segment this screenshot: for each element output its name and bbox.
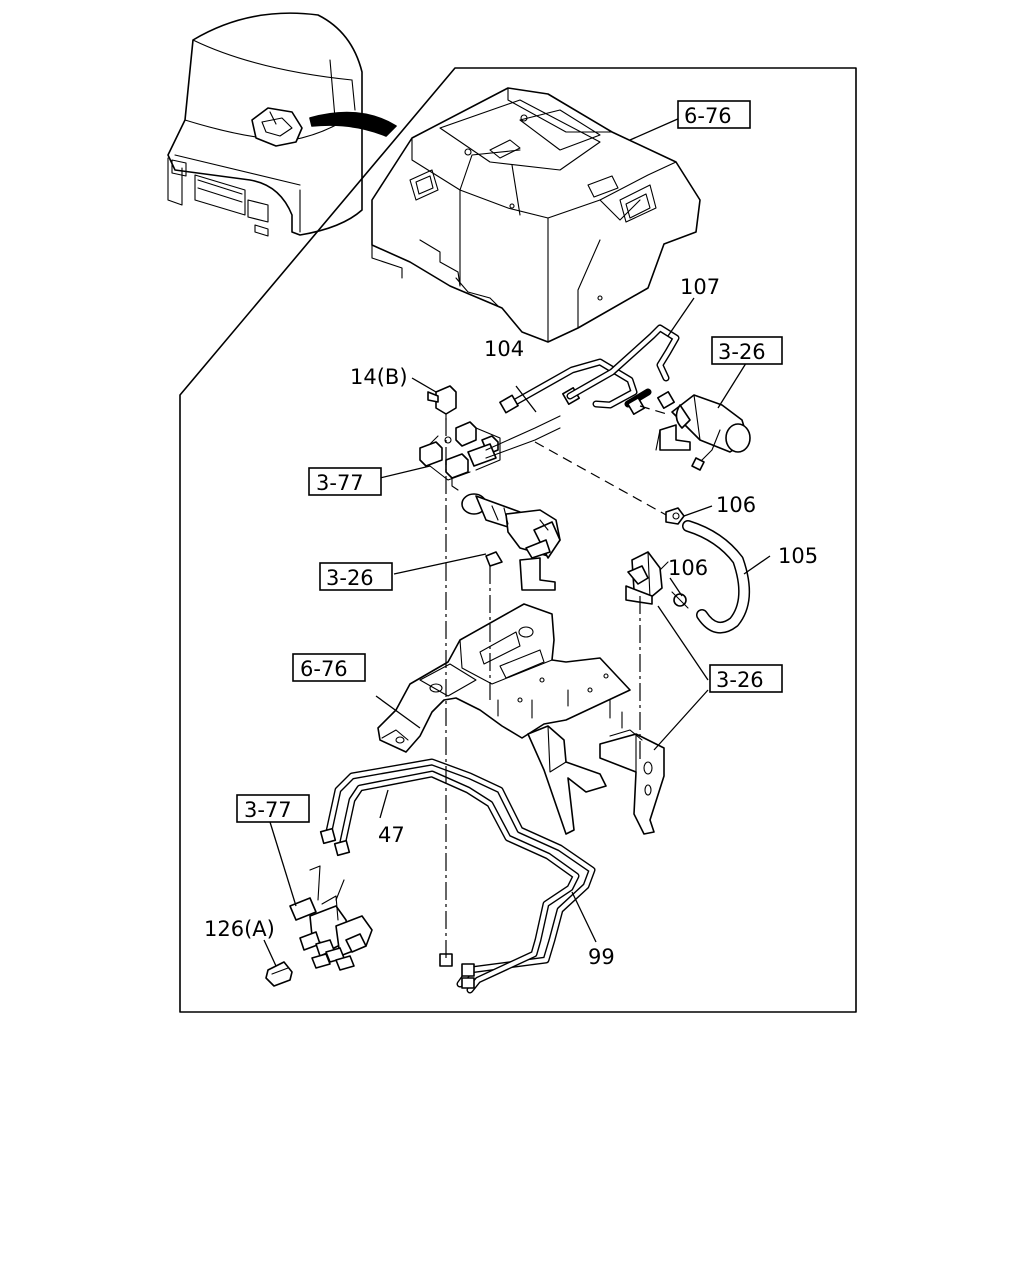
- callout-3-26-right: 3-26: [716, 668, 764, 692]
- callout-3-26-mid: 3-26: [326, 566, 374, 590]
- ref-box-6-76-mid: [292, 653, 366, 682]
- ref-box-3-26-mid: [319, 562, 393, 591]
- callout-47: 47: [378, 823, 405, 847]
- ref-box-3-26-right: [709, 664, 783, 693]
- mounting-bracket: [377, 603, 665, 835]
- clamp-106-upper: [665, 507, 685, 525]
- clamp-106-lower: [671, 591, 689, 609]
- valve-manifold-upper: [419, 385, 561, 491]
- callout-3-77-mid: 3-77: [316, 471, 364, 495]
- callout-104: 104: [484, 337, 524, 361]
- ref-box-3-77-mid: [308, 467, 382, 496]
- callout-6-76-top: 6-76: [684, 104, 732, 128]
- pipe-47: [324, 758, 596, 988]
- leader-lines: [263, 117, 771, 967]
- callout-107: 107: [680, 275, 720, 299]
- callout-14b: 14(B): [350, 365, 408, 389]
- hose-105: [682, 520, 751, 634]
- pipe-107: [566, 324, 680, 416]
- callout-6-76-mid: 6-76: [300, 657, 348, 681]
- callout-99: 99: [588, 945, 615, 969]
- console-cover: [371, 87, 701, 343]
- callout-126a: 126(A): [204, 917, 275, 941]
- truck-cab-locator: [167, 12, 397, 237]
- pipe-104: [499, 358, 638, 414]
- pipe-99: [319, 770, 580, 994]
- callout-106-lower: 106: [668, 556, 708, 580]
- ref-box-3-26-top: [711, 336, 783, 365]
- actuator-valve-right: [655, 394, 751, 471]
- callout-3-26-top: 3-26: [718, 340, 766, 364]
- actuator-valve-center: [461, 493, 561, 591]
- callout-106-upper: 106: [716, 493, 756, 517]
- callout-105: 105: [778, 544, 818, 568]
- ref-box-3-77-low: [236, 794, 310, 823]
- ref-box-6-76-top: [677, 100, 751, 129]
- connector-line-106: [534, 441, 669, 517]
- diagram-frame: [179, 67, 857, 1013]
- actuator-valve-lower-right: [625, 551, 669, 605]
- valve-manifold-lower: [265, 865, 373, 987]
- callout-3-77-low: 3-77: [244, 798, 292, 822]
